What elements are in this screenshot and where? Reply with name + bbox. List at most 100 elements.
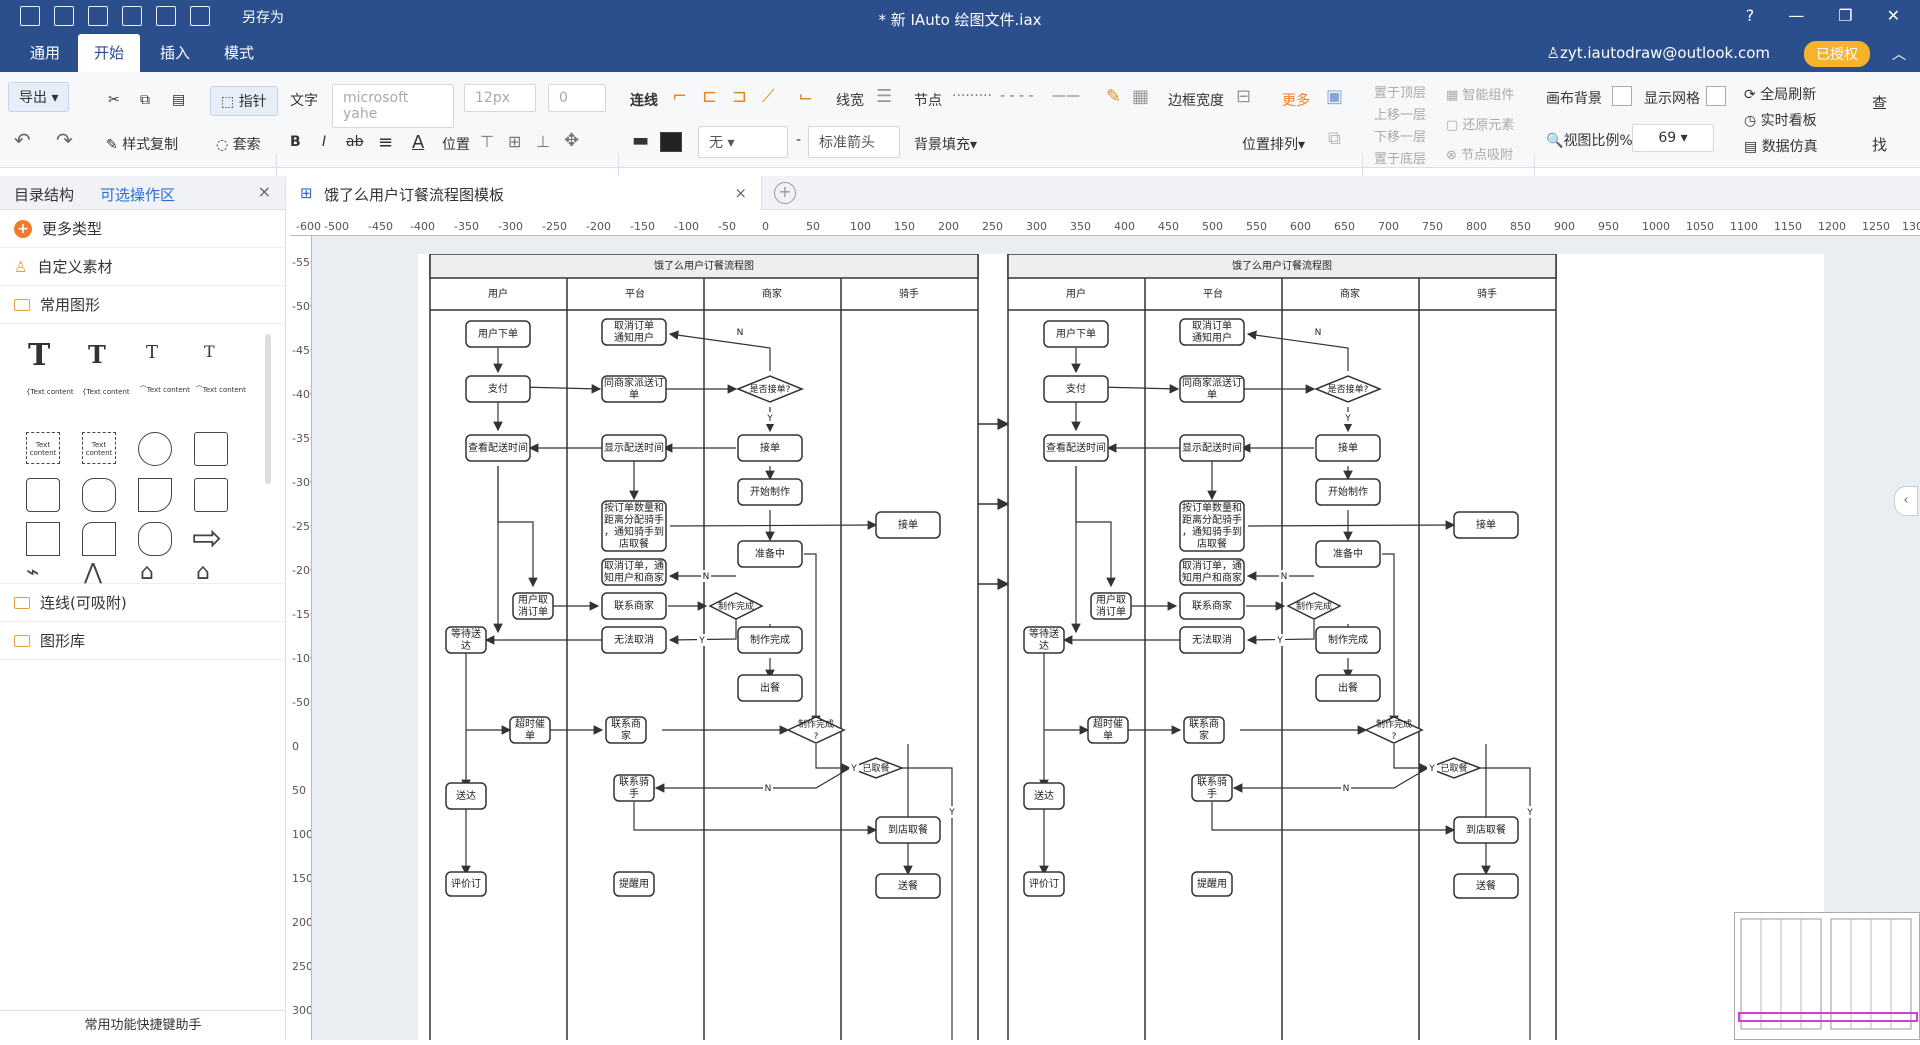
shape-square[interactable]	[194, 432, 228, 466]
shape-rectangle[interactable]	[26, 522, 60, 556]
shape-card[interactable]	[82, 522, 116, 556]
node-contact-rider[interactable]	[613, 774, 655, 802]
new-file-icon[interactable]	[88, 6, 108, 26]
node-to-shop[interactable]	[875, 816, 941, 844]
edit-file-icon[interactable]	[156, 6, 176, 26]
node-review[interactable]	[445, 871, 487, 897]
shape-tag[interactable]: ⌂	[196, 560, 210, 585]
border-width-icon[interactable]: ⊟	[1236, 86, 1252, 107]
collapse-ribbon-icon[interactable]: ︿	[1892, 47, 1906, 63]
shape-circle[interactable]	[138, 432, 172, 466]
smart-component-button[interactable]: ▦ 智能组件	[1446, 88, 1515, 103]
node-assign-rider[interactable]	[601, 500, 667, 552]
paste-icon[interactable]: ▤	[172, 92, 186, 108]
node-done-decision[interactable]	[708, 592, 764, 620]
connector-orthogonal-icon[interactable]: ⌐	[672, 86, 688, 107]
menu-insert[interactable]: 插入	[160, 44, 191, 62]
node-user-cancel[interactable]	[1090, 592, 1132, 620]
flow-connector[interactable]	[1246, 330, 1349, 371]
node-preparing[interactable]	[1315, 540, 1381, 568]
node-overtime[interactable]	[509, 716, 551, 744]
node-pay[interactable]	[1043, 375, 1109, 403]
node-review[interactable]	[1023, 871, 1065, 897]
flow-connector[interactable]	[1382, 553, 1399, 726]
font-family-select[interactable]: microsoft yahe	[332, 84, 454, 128]
node-meal-out[interactable]	[1315, 674, 1381, 702]
node-merchant-accept[interactable]	[1315, 434, 1381, 462]
export-button[interactable]: 导出 ▾	[8, 82, 70, 112]
close-tab-icon[interactable]: ×	[734, 184, 747, 202]
node-start-cook[interactable]	[737, 478, 803, 506]
font-size-select[interactable]: 12px	[464, 84, 536, 112]
text-color-icon[interactable]: A	[412, 132, 425, 153]
flow-connector[interactable]	[633, 802, 878, 835]
shape-bracket-text-2[interactable]: Text content	[82, 432, 116, 464]
shape-brace-bottom[interactable]: ⏜Text content	[196, 386, 246, 394]
close-panel-icon[interactable]: ×	[257, 182, 271, 201]
node-check-time[interactable]	[465, 434, 531, 462]
dotted-line-style[interactable]: ·········	[952, 88, 993, 104]
close-button[interactable]: ✕	[1886, 6, 1900, 25]
flow-connector[interactable]	[804, 553, 821, 726]
line-color-icon[interactable]: ✎	[1106, 86, 1122, 107]
style-panel-icon[interactable]: ▣	[1326, 86, 1344, 107]
strike-button[interactable]: ab	[346, 134, 364, 150]
user-account[interactable]: ♙zyt.iautodraw@outlook.com	[1546, 44, 1771, 62]
node-overtime[interactable]	[1087, 716, 1129, 744]
position-button[interactable]: 位置	[442, 137, 470, 153]
canvas-background-checkbox[interactable]	[1612, 86, 1632, 106]
shape-brace-left[interactable]: {Text content	[26, 388, 74, 396]
common-shapes-item[interactable]: 常用图形	[0, 286, 285, 324]
pattern-icon[interactable]: ▦	[1132, 86, 1150, 107]
node-show-time[interactable]	[1179, 434, 1245, 462]
shape-document[interactable]	[138, 478, 172, 512]
flow-connector[interactable]	[1478, 767, 1531, 1040]
node-snap-button[interactable]: ⊗ 节点吸附	[1446, 148, 1514, 163]
menu-general[interactable]: 通用	[30, 44, 61, 62]
node-to-shop[interactable]	[1453, 816, 1519, 844]
solid-line-style[interactable]: ——	[1052, 88, 1080, 104]
bring-up-button[interactable]: 上移一层	[1374, 108, 1427, 123]
fill-none-select[interactable]: 无 ▾	[698, 126, 788, 158]
realtime-board-button[interactable]: ◷ 实时看板	[1744, 113, 1817, 129]
tab-operations[interactable]: 可选操作区	[100, 186, 176, 204]
connector-step-icon[interactable]: ⌙	[798, 86, 814, 107]
lasso-tool[interactable]: ◌ 套索	[216, 137, 261, 153]
flow-connector[interactable]	[669, 520, 878, 530]
node-wait[interactable]	[1023, 626, 1065, 654]
node-order[interactable]	[465, 320, 531, 348]
add-tab-icon[interactable]: +	[774, 182, 796, 204]
node-accept-decision[interactable]	[736, 375, 804, 403]
node-remind[interactable]	[1191, 871, 1233, 897]
node-delivered[interactable]	[445, 782, 487, 810]
shape-brace-right[interactable]: {Text content	[82, 388, 130, 396]
node-start-cook[interactable]	[1315, 478, 1381, 506]
border-width-label[interactable]: 边框宽度	[1168, 93, 1224, 109]
shape-text-tiny[interactable]: T	[204, 342, 215, 361]
align-bottom-icon[interactable]: ⊥	[536, 132, 550, 151]
node-contact-rider[interactable]	[1191, 774, 1233, 802]
restore-button[interactable]: ❐	[1838, 6, 1853, 25]
undo-icon[interactable]: ↶	[14, 128, 31, 152]
copy-icon[interactable]: ⧉	[140, 92, 150, 108]
shape-brace-top[interactable]: ⏜Text content	[140, 386, 190, 394]
document-tab[interactable]: ⊞ 饿了么用户订餐流程图模板 ×	[290, 176, 762, 210]
distribute-icon[interactable]: ⊞	[508, 132, 522, 151]
dashed-line-style[interactable]: - - - -	[1000, 88, 1034, 104]
color-picker[interactable]	[660, 132, 682, 152]
node-cannot-cancel[interactable]	[1179, 626, 1245, 654]
node-cannot-cancel[interactable]	[601, 626, 667, 654]
send-down-button[interactable]: 下移一层	[1374, 130, 1427, 145]
node-cancel-notify[interactable]	[601, 318, 667, 346]
node-check-time[interactable]	[1043, 434, 1109, 462]
flow-connector[interactable]	[815, 744, 852, 773]
pointer-tool[interactable]: ⬚ 指针	[210, 86, 278, 116]
node-cancel-notify[interactable]	[1179, 318, 1245, 346]
zoom-select[interactable]: 69 ▾	[1632, 124, 1714, 152]
node-wait[interactable]	[445, 626, 487, 654]
line-width-label[interactable]: 线宽	[836, 93, 864, 109]
node-cook-done[interactable]	[737, 626, 803, 654]
italic-button[interactable]: I	[322, 134, 327, 150]
redo-icon[interactable]: ↷	[56, 128, 73, 152]
bring-to-top-button[interactable]: 置于顶层	[1374, 86, 1427, 101]
